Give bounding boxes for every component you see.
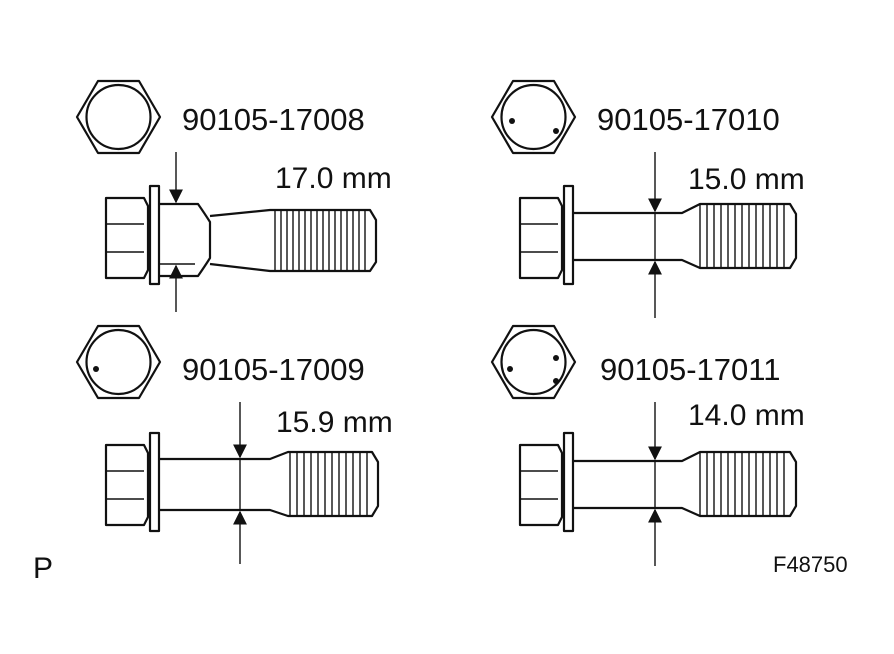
head-mark-dot	[553, 355, 559, 361]
bolt-90105-17009: 90105-17009 15.9 mm	[75, 324, 393, 564]
bolt-90105-17010: 90105-17010 15.0 mm	[490, 79, 805, 318]
part-number-label: 90105-17008	[182, 102, 365, 137]
head-mark-dot	[93, 366, 99, 372]
part-number-label: 90105-17010	[597, 102, 780, 137]
corner-label: P	[33, 552, 53, 585]
hex-head-top-view	[490, 324, 577, 400]
figure-id: F48750	[773, 552, 848, 577]
hex-head-top-view	[75, 79, 162, 155]
head-mark-dot	[509, 118, 515, 124]
part-number-label: 90105-17011	[600, 352, 780, 387]
head-mark-dot	[507, 366, 513, 372]
bolt-90105-17011: 90105-17011 14.0 mm	[490, 324, 805, 566]
diameter-label: 15.9 mm	[276, 406, 393, 439]
bolt-side-view	[518, 184, 798, 286]
part-number-label: 90105-17009	[182, 352, 365, 387]
diameter-label: 14.0 mm	[688, 399, 805, 432]
bolt-side-view	[104, 184, 378, 286]
head-mark-dot	[553, 128, 559, 134]
hex-head-top-view	[75, 324, 162, 400]
bolt-side-view	[518, 431, 798, 533]
diameter-label: 17.0 mm	[275, 162, 392, 195]
head-mark-dot	[553, 378, 559, 384]
diameter-label: 15.0 mm	[688, 163, 805, 196]
hex-head-top-view	[490, 79, 577, 155]
bolt-90105-17008: 90105-17008 17.0 mm	[75, 79, 392, 312]
bolt-side-view	[104, 431, 380, 533]
diameter-dimension	[160, 152, 195, 312]
